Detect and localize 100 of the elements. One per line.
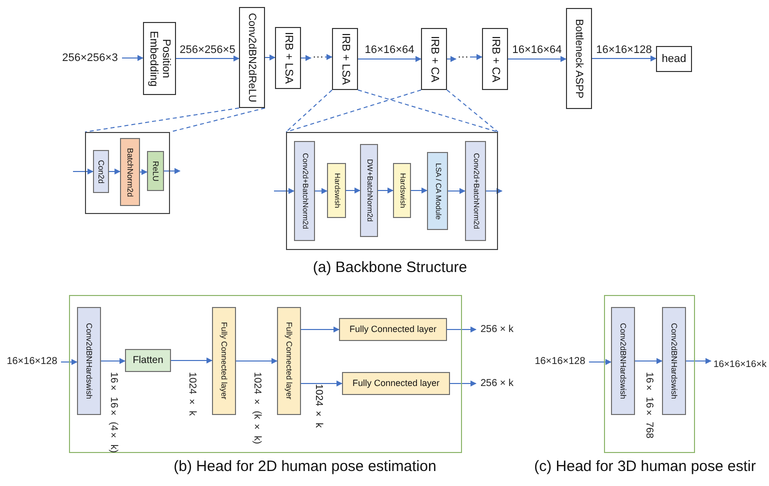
zoom-line [84,108,240,132]
detail-frame [286,132,498,250]
layer-block [239,7,265,108]
layer-label: Con2d [96,160,106,184]
layer-label: IRB + CA [488,36,502,82]
layer-block [465,141,486,241]
ellipsis-text: ··· [311,50,325,64]
ellipsis-text: ··· [456,50,470,64]
arrow [314,188,328,194]
layer-block [393,163,411,218]
layer-block [294,141,315,241]
edge-label: 256×256×5 [180,44,236,56]
arrow [592,56,656,62]
layer-block [93,150,109,193]
arrow [164,168,180,174]
layer-block [327,163,346,218]
arrow [176,56,240,62]
detail-frame [85,132,170,214]
subfigure-caption: (c) Head for 3D human pose estir [533,459,757,474]
tensor-shape-text: 1024 × k [313,384,323,428]
edge-label: 16×16×128 [596,44,652,56]
tensor-shape-text: 256 × k [476,376,518,392]
layer-block [147,151,164,191]
arrow [446,326,476,332]
arrow [346,188,360,194]
layer-label: Fully Connected layer [284,322,294,400]
arrow [470,54,482,60]
zoom-line [286,90,332,132]
layer-block [656,46,692,72]
arrow [634,358,662,364]
layer-block [360,144,378,237]
arrow [170,358,212,364]
layer-label: head [662,52,686,66]
layer-label: Conv2dBNHardswish [669,322,679,400]
head-frame [604,295,695,453]
edge-label: 16×16×64 [512,45,562,56]
layer-block [421,28,447,90]
arrow [140,169,148,175]
layer-label: Position Embedding [146,30,172,88]
tensor-shape-text: 16×16×16×k [711,357,769,373]
arrow [300,326,340,332]
layer-block [77,307,101,415]
arrow [300,380,342,386]
zoom-line [286,90,422,132]
arrow [236,358,278,364]
layer-label: Conv2dBN2dReLU [246,12,258,102]
arrow [300,55,312,61]
layer-block [427,152,448,230]
edge-label: 16×16×64 [364,45,414,56]
arrow [686,358,712,364]
layer-label: Conv2dBNHardswish [84,322,94,400]
subfigure-caption: (b) Head for 2D human pose estimation [172,459,438,474]
layer-label: BatchNorm2d [125,148,135,196]
arrow [588,359,612,365]
layer-block [339,318,447,341]
layer-block [275,27,301,89]
edge-label: 16× 16× (4× k) [108,372,118,453]
edge-label: 1024 × k [186,372,196,416]
subfigure-caption: (a) Backbone Structure [312,260,468,275]
tensor-shape-text: 16×16×128 [531,354,589,370]
arrow [450,380,476,386]
layer-block [566,8,592,109]
tensor-shape-text: 16×16×128 [3,354,61,370]
arrow [358,56,422,62]
arrow [100,358,126,364]
edge-label: 16× 16× 768 [644,372,654,438]
arrow [378,188,394,194]
edge-label: 1024 × (k × k) [252,372,262,444]
zoom-line [358,90,498,132]
layer-block [277,307,301,415]
tensor-shape-text: 256 × k [476,322,518,338]
layer-label: Fully Connected layer [352,378,440,389]
zoom-line [446,90,498,132]
arrow [446,56,456,62]
layer-block [332,28,358,90]
layer-block [482,28,508,90]
arrow [274,188,294,194]
head-frame [69,295,462,453]
layer-label: IRB + CA [428,36,440,82]
arrow [108,168,120,174]
layer-label: Fully Connected layer [349,324,437,335]
arrow [72,168,94,174]
tensor-shape-text: 256×256×3 [58,51,122,65]
arrow [324,54,332,60]
arrow [508,56,566,62]
arrow [448,188,466,194]
layer-block [342,372,450,395]
layer-block [143,22,176,95]
layer-block [120,138,140,206]
layer-block [125,349,171,372]
layer-label: Flatten [132,354,164,366]
layer-label: Conv2dBNHardswish [618,322,628,400]
arrow [486,188,502,194]
layer-label: Fully Connected layer [219,322,229,400]
layer-block [212,307,236,415]
layer-label: ReLU [150,160,160,182]
arrow [60,359,78,365]
layer-label: Bottleneck ASPP [572,18,586,98]
layer-label: IRB + LSA [282,32,294,84]
layer-label: IRB + LSA [338,33,352,85]
